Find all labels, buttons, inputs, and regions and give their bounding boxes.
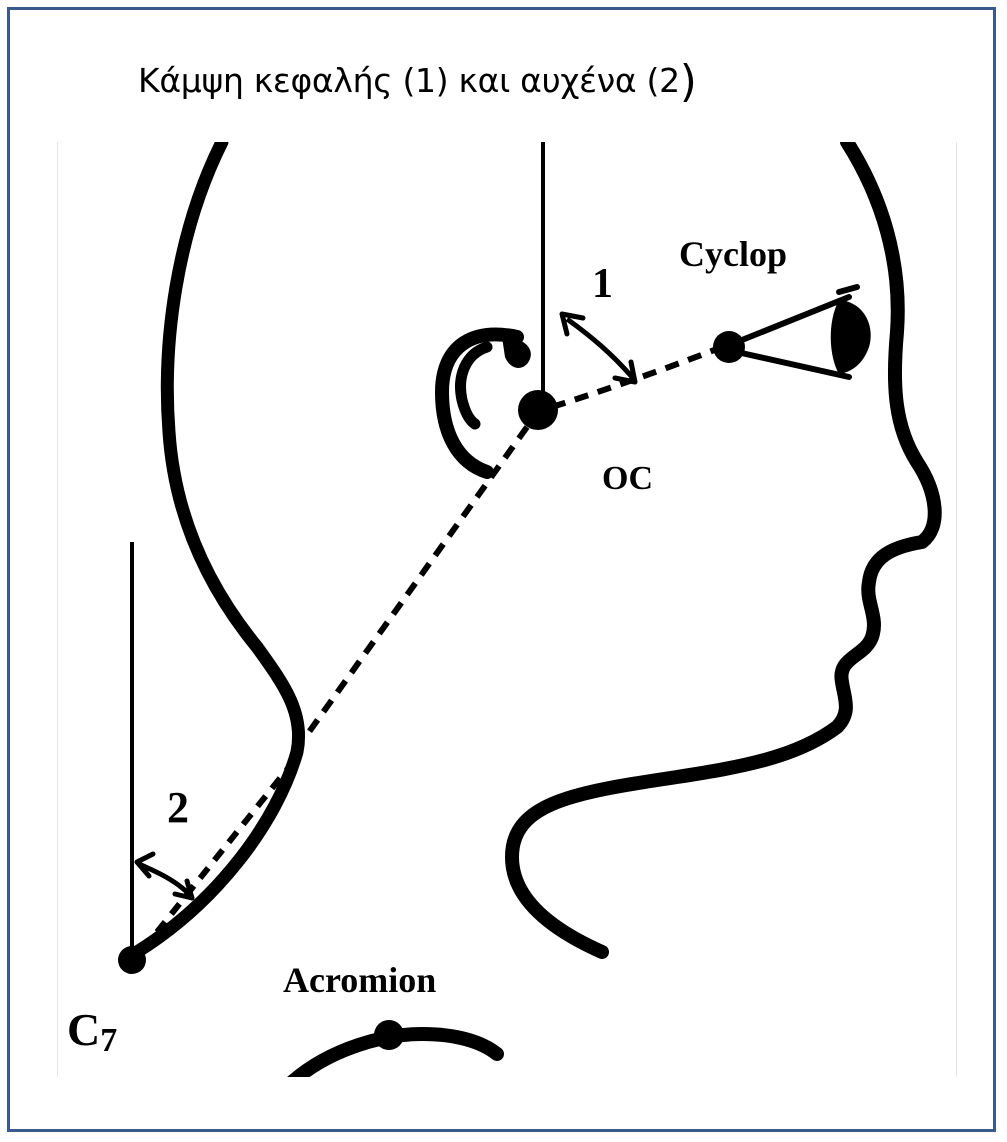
cyclop-label: Cyclop	[679, 234, 787, 274]
dashed-line-oc-neck	[309, 427, 527, 732]
acromion-point	[374, 1020, 404, 1050]
eye-upper-lid	[839, 287, 857, 292]
oc-point	[518, 390, 558, 430]
angle-arc-neck	[139, 864, 189, 894]
eye-iris	[831, 300, 871, 374]
acromion-label: Acromion	[283, 960, 436, 1000]
cyclop-point	[713, 331, 745, 363]
angle-label-head: 1	[592, 261, 613, 307]
c7-label-subscript: 7	[100, 1022, 117, 1059]
ear-lobe	[502, 337, 531, 368]
angle-arc-head	[567, 319, 632, 377]
c7-label: C7	[67, 1004, 117, 1059]
title-closing-paren: )	[680, 56, 697, 107]
title-text: Κάμψη κεφαλής (1) και αυχένα (2	[138, 61, 680, 100]
head-back-neck-outline	[137, 142, 299, 952]
posture-diagram: 1 Cyclop OC 2 Acromion C7	[57, 142, 957, 1077]
dashed-line-oc-cyclop	[552, 347, 722, 407]
ear-inner	[461, 347, 487, 424]
oc-label: OC	[602, 460, 653, 497]
c7-point	[118, 946, 146, 974]
figure-title: Κάμψη κεφαλής (1) και αυχένα (2)	[138, 56, 697, 107]
diagram-svg: 1 Cyclop OC 2 Acromion C7	[57, 142, 957, 1077]
angle-label-neck: 2	[167, 783, 189, 832]
c7-label-letter: C	[67, 1004, 100, 1055]
